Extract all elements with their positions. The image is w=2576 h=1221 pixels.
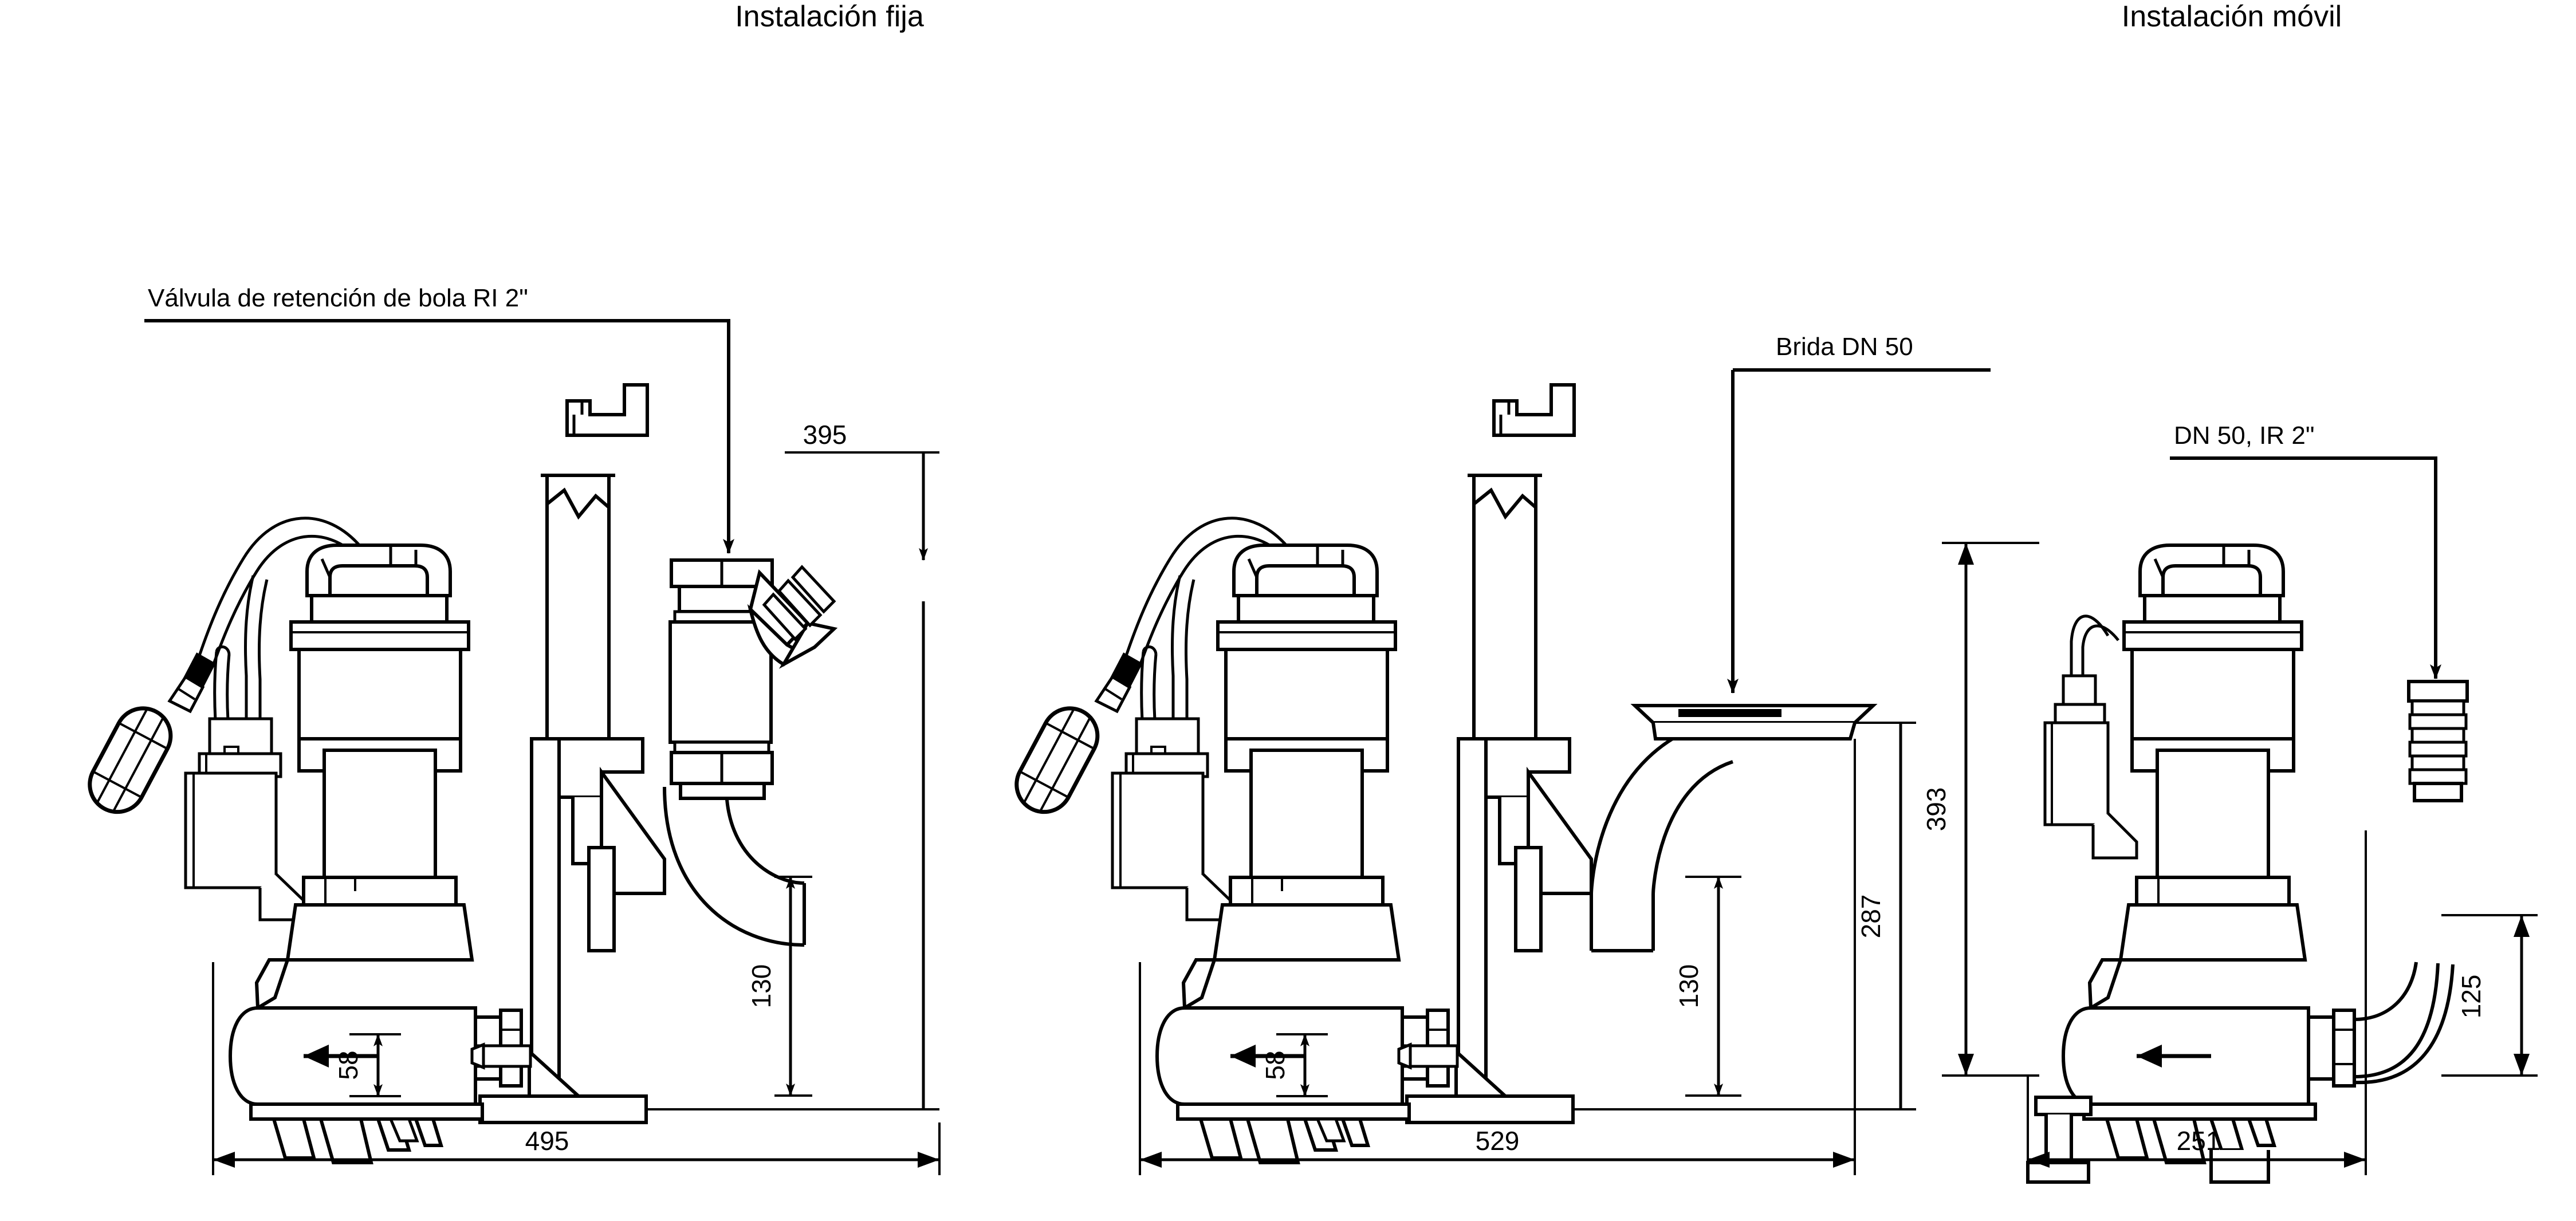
dimension-125-value: 125 — [2456, 975, 2486, 1019]
dimension-529-value: 529 — [1476, 1126, 1520, 1156]
pump-unit-left — [80, 518, 530, 1163]
riser-pipe — [541, 383, 649, 770]
flange-dn50 — [1630, 704, 1878, 741]
dimension-495: 495 — [212, 962, 941, 1175]
dimension-529: 529 — [1139, 739, 1856, 1175]
dimension-287: 287 — [1573, 722, 1916, 1110]
panel-middle: Brida DN 50 — [1007, 333, 1991, 1175]
callout-check-valve-leader — [144, 319, 734, 554]
dimension-130-left-value: 130 — [746, 964, 776, 1009]
ball-check-valve — [670, 560, 834, 798]
dimension-130-middle: 130 — [1674, 876, 1741, 1097]
elbow-pipe — [663, 786, 806, 947]
callout-dn50-label: DN 50, IR 2" — [2174, 422, 2314, 450]
pump-unit-middle — [1007, 518, 1457, 1163]
pump-unit-right — [2026, 543, 2455, 1184]
dimension-58-middle-value: 58 — [1260, 1050, 1290, 1080]
dimension-58-left-value: 58 — [333, 1050, 363, 1080]
panel-right: DN 50, IR 2" — [1921, 422, 2538, 1184]
dimension-287-value: 287 — [1856, 895, 1886, 939]
panel-left-title: Instalación fija — [735, 0, 924, 33]
dimension-58-left: 58 — [333, 1033, 401, 1097]
hose-coupling-right — [2409, 682, 2467, 801]
dimension-130-middle-value: 130 — [1674, 964, 1704, 1009]
dimension-130-left: 130 — [746, 876, 812, 1097]
dimension-395: 395 — [646, 420, 939, 1110]
dimension-395-value: 395 — [803, 420, 847, 450]
dimension-495-value: 495 — [525, 1126, 569, 1156]
callout-check-valve-label: Válvula de retención de bola RI 2" — [148, 284, 528, 312]
dimension-58-middle: 58 — [1260, 1033, 1328, 1097]
dimension-251-value: 251 — [2177, 1126, 2221, 1156]
guide-rail-assembly — [478, 737, 666, 1124]
callout-flange-label: Brida DN 50 — [1776, 333, 1913, 361]
dimension-393-value: 393 — [1921, 787, 1951, 832]
dimension-251: 251 — [2027, 830, 2367, 1175]
dimension-393: 393 — [1921, 542, 2039, 1077]
callout-dn50-leader — [2170, 456, 2441, 679]
elbow-pipe-middle — [1590, 715, 1733, 952]
dimension-125: 125 — [2441, 914, 2538, 1077]
guide-rail-assembly-middle — [1405, 737, 1593, 1124]
panel-left: Válvula de retención de bola RI 2" — [80, 284, 941, 1175]
panel-right-title: Instalación móvil — [2122, 0, 2342, 33]
riser-pipe-middle — [1468, 383, 1576, 770]
